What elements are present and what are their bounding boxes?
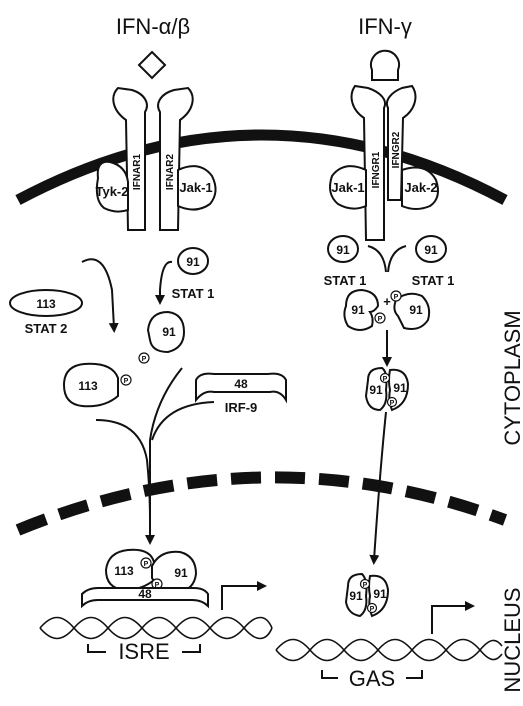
cytoplasm-label: CYTOPLASM [500,310,523,445]
jak1-right-label: Jak-1 [331,180,364,195]
ifngr2-label: IFNGR2 [391,131,402,168]
stat2-cytoplasmic-number: 113 [36,297,56,311]
isgf3-converge-right [152,402,214,440]
stat1-left-recruitment-arrow [160,262,172,300]
stat1-right-a-label: STAT 1 [324,273,367,288]
stat1-left-phospho-label: P [142,356,147,363]
isre-transcription-arrow [222,586,262,610]
stat2-phospho-label: P [124,378,129,385]
ifn-gamma-title: IFN-γ [358,14,412,39]
gaf-cyto-right-number: 91 [393,381,407,395]
jak2-label: Jak-2 [404,180,437,195]
gaf-cyto-left-number: 91 [369,383,383,397]
gaf-nuc-right-number: 91 [373,587,387,601]
gaf-nuc-phospho-bottom-label: P [370,606,375,613]
isgf3-stat2-number: 113 [114,564,134,578]
gaf-cyto-phospho-top-label: P [383,376,388,383]
stat2-phosphorylated-number: 113 [78,379,98,393]
gas-label: GAS [349,666,395,691]
stat1-dimerizing-right-phospho-label: P [394,294,399,301]
stat1-right-a-path [368,246,386,272]
gaf-nuc-phospho-top-label: P [363,582,368,589]
tyk2-label: Tyk-2 [96,184,129,199]
stat1-dimerizing-left-phospho-label: P [378,316,383,323]
isgf3-converge-middle [150,368,182,440]
stat1-dimerizing-left-number: 91 [351,303,365,317]
dimerization-plus: + [383,294,391,309]
ifngr1-label: IFNGR1 [371,151,382,188]
isgf3-stat2-phospho-label: P [144,561,149,568]
ifnar2-label: IFNAR2 [165,154,176,191]
stat1-right-b-number: 91 [424,243,438,257]
ifn-alpha-beta-ligand-diamond [139,52,165,78]
stat1-right-a-number: 91 [336,243,350,257]
stat1-right-b-label: STAT 1 [412,273,455,288]
irf9-cytoplasmic-number: 48 [234,377,248,391]
gaf-cyto-phospho-bottom-label: P [390,400,395,407]
jak1-left-label: Jak-1 [179,180,212,195]
nuclear-envelope [18,477,505,530]
stat1-dimerizing-right-number: 91 [409,303,423,317]
stat1-left-cytoplasmic-number: 91 [186,255,200,269]
gaf-nuc-left-number: 91 [349,589,363,603]
ifn-gamma-ligand [371,51,399,80]
nucleus-label: NUCLEUS [500,587,523,692]
gas-dna-strand-b [276,640,502,661]
stat1-left-phosphorylated-number: 91 [162,325,176,339]
stat2-recruitment-arrow [82,259,114,328]
isre-label: ISRE [118,639,169,664]
ifnar1-label: IFNAR1 [132,154,143,191]
stat1-left-cytoplasmic-label: STAT 1 [172,286,215,301]
isgf3-stat1-number: 91 [174,566,188,580]
stat1-right-b-path [388,246,406,272]
stat2-cytoplasmic-label: STAT 2 [25,321,68,336]
gas-transcription-arrow [432,606,470,634]
ifn-alpha-beta-title: IFN-α/β [116,14,190,39]
isgf3-irf9-number: 48 [138,587,152,601]
irf9-cytoplasmic-label: IRF-9 [225,400,258,415]
